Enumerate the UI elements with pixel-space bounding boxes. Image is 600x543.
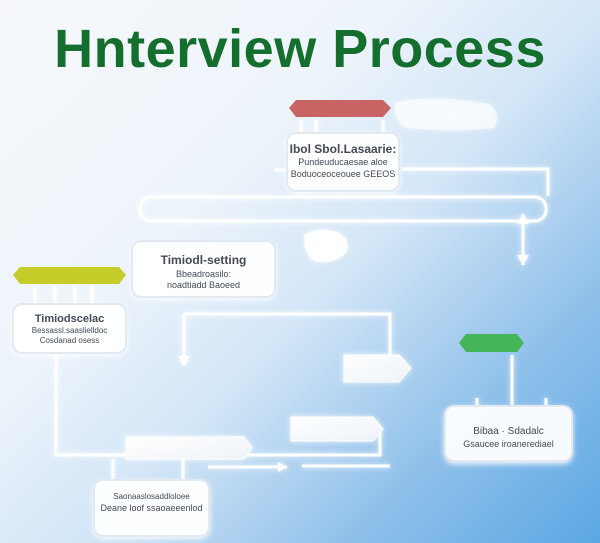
box-bottom-line-2: Deane loof ssaoaeeenlod: [100, 503, 203, 513]
box-left-line-3: Cosdanad osess: [39, 336, 100, 345]
diagram-title: Hnterview Process: [54, 19, 546, 79]
box-right-line-1: Bibaa · Sdadalc: [473, 426, 544, 437]
box-left-title: Timiodscelac: [34, 313, 105, 325]
bottom-right-arrow-head: [278, 462, 287, 472]
bottom-stems: [111, 459, 185, 479]
left-tag-stems: [33, 286, 94, 303]
middle-arrow-block: [290, 416, 384, 442]
red-stage-tag: [289, 100, 391, 117]
process-box-right: Bibaa · Sdadalc Gsaucee iroanerediael: [444, 405, 573, 462]
box-top-title: Ibol Sbol.Lasaarie:: [289, 142, 397, 156]
process-box-top: Ibol Sbol.Lasaarie: Pundeuducaesae aloe …: [286, 132, 400, 192]
process-box-bottom: Saonaaslosaddloloee Deane loof ssaoaeeen…: [93, 479, 210, 537]
box-middle-line-2: Bbeadroasilo:: [175, 269, 232, 279]
box-left-line-2: Bessassl.saaslielldoc: [31, 326, 108, 335]
bottom-middle-route: [215, 430, 382, 457]
upper-right-connector: [402, 167, 550, 196]
box-top-line-3: Boduoceoceouee GEEOS: [290, 169, 396, 179]
top-loop-connector: [138, 195, 548, 223]
decorative-arrow-blocks: [125, 98, 498, 460]
green-tag-stems: [475, 355, 548, 405]
box-middle-title: Timiodl-setting: [160, 253, 247, 267]
green-stage-tag: [459, 334, 524, 352]
box-right-line-2: Gsaucee iroanerediael: [463, 439, 554, 449]
middle-down-connector: [184, 312, 392, 362]
left-down-arrow-head: [178, 356, 190, 366]
right-arrow-block: [343, 354, 412, 383]
soft-cloud-shape: [304, 229, 348, 263]
box-bottom-line-1: Saonaaslosaddloloee: [113, 492, 190, 501]
process-box-middle: Timiodl-setting Bbeadroasilo: noadtiadd …: [131, 240, 276, 298]
box-middle-line-3: noadtiadd Baoeed: [166, 280, 241, 290]
box-top-line-2: Pundeuducaesae aloe: [298, 157, 388, 167]
top-soft-blur: [394, 98, 498, 131]
process-box-left: Timiodscelac Bessassl.saaslielldoc Cosda…: [12, 303, 127, 354]
yellow-stage-tag: [13, 267, 126, 284]
bottom-arrow-block: [125, 436, 253, 460]
